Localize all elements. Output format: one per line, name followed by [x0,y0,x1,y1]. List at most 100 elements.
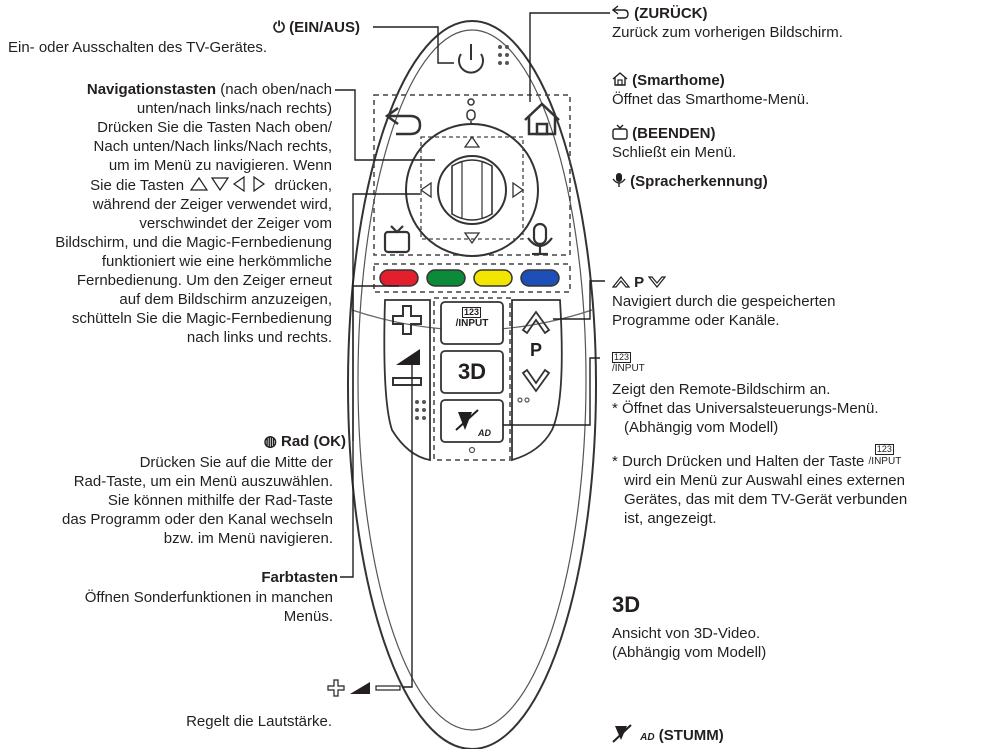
mute-label-icon [612,724,632,743]
nav-up-icon[interactable] [463,135,481,148]
home-icon[interactable] [524,102,560,136]
back-icon[interactable] [384,106,422,136]
input-label-text: /INPUT [612,363,645,374]
nav-line-arrows: Sie die Tasten drücken, [90,175,332,194]
input-line1: Zeigt den Remote-Bildschirm an. [612,381,831,398]
voice-block: (Spracherkennung) [612,172,768,191]
home-label-icon [612,72,628,86]
color-title: Farbtasten [261,569,338,586]
nav-title-suffix: (nach oben/nach [220,81,332,98]
color-key-yellow[interactable] [473,269,513,287]
nav-down-icon[interactable] [463,232,481,245]
exit-icon[interactable] [383,225,411,254]
nav-line: Bildschirm, und die Magic-Fernbedienung [55,234,332,251]
input-button[interactable] [440,301,504,345]
volume-wedge-icon [396,349,420,365]
nav-line: auf dem Bildschirm anzuzeigen, [119,291,332,308]
program-line: Navigiert durch die gespeicherten [612,293,836,310]
input-inline-glyph: 123 /INPUT [868,444,902,467]
nav-line: nach links und rechts. [186,329,332,346]
nav-block: Navigationstasten (nach oben/nach unten/… [0,80,332,347]
back-desc: Zurück zum vorherigen Bildschirm. [612,24,843,41]
volume-desc: Regelt die Lautstärke. [186,713,332,730]
power-label-icon: ⏻ [273,19,285,36]
input-label-icon: 123 [612,352,632,363]
power-desc: Ein- oder Ausschalten des TV-Gerätes. [8,39,268,56]
back-block: (ZURÜCK) Zurück zum vorherigen Bildschir… [611,4,843,42]
exit-block: (BEENDEN) Schließt ein Menü. [612,124,736,162]
volume-rocker[interactable] [383,299,431,462]
color-key-blue[interactable] [520,269,560,287]
volume-dots-icon [415,400,426,420]
threed-block: 3D Ansicht von 3D-Video. (Abhängig vom M… [612,592,766,662]
nav-title: Navigationstasten [86,81,217,98]
arrow-keys-icon [190,175,266,193]
threed-title: 3D [612,592,641,617]
voice-title: (Spracherkennung) [612,172,768,191]
nav-line: verschwindet der Zeiger vom [139,215,332,232]
power-icon[interactable] [458,44,484,74]
input-button-text: 123 /INPUT [455,307,489,329]
voice-label-icon [612,173,626,187]
volume-symbols-icon [327,679,401,697]
back-label-icon [611,5,629,19]
program-down-label-icon [647,276,667,288]
power-title: ⏻ (EIN/AUS) [273,19,360,36]
program-line: Programme oder Kanäle. [612,312,780,329]
mute-button[interactable] [440,399,504,443]
center-keys-dashed-box [433,297,511,461]
nav-line: unten/nach links/nach rechts) [136,100,332,117]
home-desc: Öffnet das Smarthome-Menü. [612,91,810,108]
color-desc: Öffnen Sonderfunktionen in manchen Menüs… [84,589,333,625]
nav-right-icon[interactable] [512,181,525,199]
center-dot [468,446,476,454]
nav-line: Fernbedienung. Um den Zeiger erneut [76,272,332,289]
program-title: P [611,273,835,292]
color-key-red[interactable] [379,269,419,287]
program-block: P Navigiert durch die gespeicherten Prog… [611,273,836,330]
nav-line: während der Zeiger verwendet wird, [92,196,332,213]
mute-button-label: AD [478,428,491,438]
input-block: 123 /INPUT Zeigt den Remote-Bildschirm a… [612,352,907,528]
home-title: (Smarthome) [612,71,809,90]
mute-title: AD (STUMM) [612,724,724,744]
color-block: Farbtasten [0,568,338,587]
program-down-icon[interactable] [521,368,551,393]
threed-line: Ansicht von 3D-Video. [612,625,761,642]
exit-title: (BEENDEN) [612,124,736,143]
threed-button-label: 3D [457,359,487,384]
input-note2d: ist, angezeigt. [624,510,717,527]
input-note2a-line: * Durch Drücken und Halten der Taste 123… [612,444,902,470]
input-note1b: (Abhängig vom Modell) [624,419,779,436]
nav-line: schütteln Sie die Magic-Fernbedienung [71,310,332,327]
nav-left-icon[interactable] [419,181,432,199]
power-block: ⏻ (EIN/AUS) [273,18,360,37]
mute-block: AD (STUMM) [612,724,724,747]
wheel-label-icon: ◍ [263,433,277,450]
wheel-button[interactable] [437,155,507,225]
program-up-label-icon [611,276,631,288]
mute-icon [455,409,479,431]
back-title: (ZURÜCK) [611,4,843,23]
remote-body-inner [357,29,587,731]
wheel-grip [451,159,493,221]
wheel-block: ◍ Rad (OK) [6,432,346,451]
volume-down-icon[interactable] [392,377,422,386]
leader-lines [335,12,610,688]
input-note2b: wird ein Menü zur Auswahl eines externen [624,472,905,489]
input-note1: * Öffnet das Universalsteuerungs-Menü. [612,400,879,417]
home-block: (Smarthome) Öffnet das Smarthome-Menü. [612,71,809,109]
exit-label-icon [612,124,628,140]
program-up-icon[interactable] [521,310,551,335]
program-button-label: P [529,340,542,360]
wheel-title: ◍ Rad (OK) [263,433,346,450]
voice-icon[interactable] [527,222,553,256]
threed-line: (Abhängig vom Modell) [612,644,767,661]
nav-line: funktioniert wie eine herkömmliche [101,253,332,270]
threed-button[interactable] [440,350,504,394]
nav-line: Drücken Sie die Tasten Nach oben/ [97,119,332,136]
input-note2c: Gerätes, das mit dem TV-Gerät verbunden [624,491,908,508]
color-key-green[interactable] [426,269,466,287]
volume-up-icon[interactable] [392,305,422,335]
